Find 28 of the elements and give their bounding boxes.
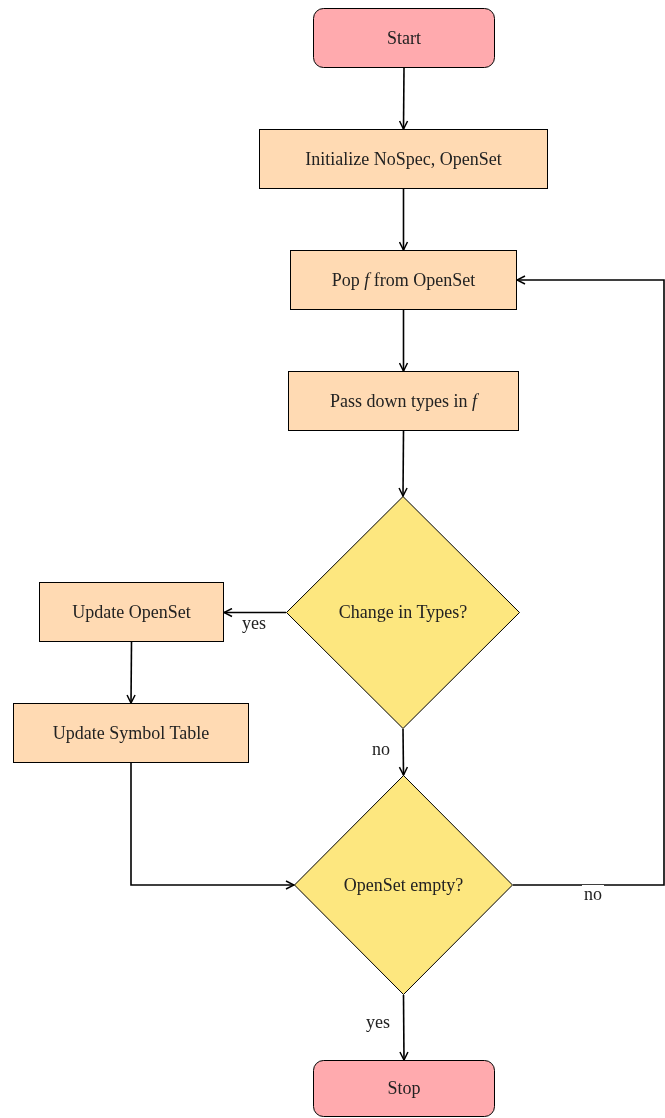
- arrow: [399, 994, 409, 1061]
- node-label: Stop: [387, 1078, 421, 1099]
- arrow: [512, 275, 665, 886]
- terminal-box: [313, 1060, 495, 1117]
- arrow: [126, 641, 136, 704]
- process-box: [259, 129, 548, 189]
- node-label: Update Symbol Table: [52, 722, 210, 744]
- arrow: [398, 67, 409, 130]
- node-label: Initialize NoSpec, OpenSet: [305, 148, 502, 170]
- arrow: [398, 188, 409, 251]
- terminal-box: [313, 8, 495, 68]
- decision-diamond: [286, 496, 520, 729]
- node-label: Pop f from OpenSet: [331, 269, 476, 291]
- process-box: [13, 703, 249, 763]
- decision-diamond: [294, 775, 513, 995]
- node-label: Change in Types?: [338, 602, 468, 623]
- node-label: Pass down types in f: [330, 390, 477, 412]
- node-label: Update OpenSet: [72, 601, 191, 623]
- process-box: [290, 250, 517, 310]
- node-label: Start: [387, 27, 421, 49]
- node-label: OpenSet empty?: [343, 874, 464, 896]
- arrow: [398, 309, 409, 372]
- arrow: [398, 728, 409, 776]
- process-box: [39, 582, 224, 642]
- arrow: [398, 430, 408, 497]
- arrow: [130, 762, 295, 890]
- arrow: [223, 607, 287, 618]
- process-box: [288, 371, 519, 431]
